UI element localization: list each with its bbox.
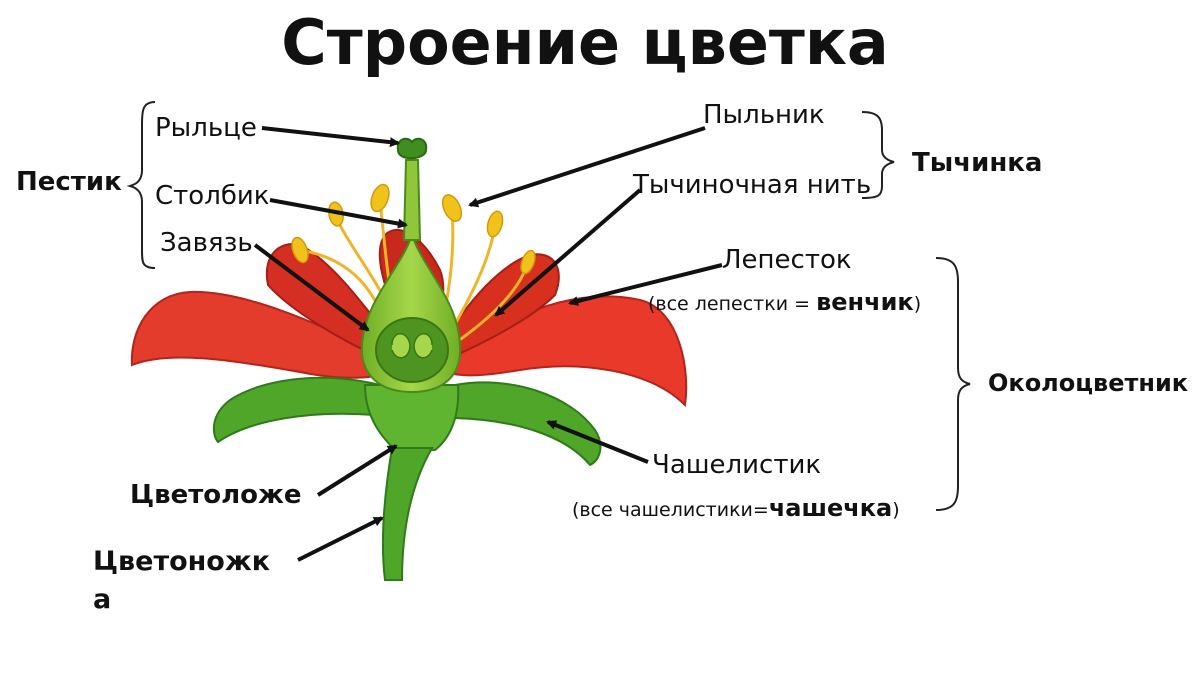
pointer-arrows [253, 126, 723, 562]
page-title: Строение цветка [281, 6, 889, 79]
label-ovary: Завязь [160, 228, 253, 258]
arrow-stigma [261, 126, 400, 148]
sepals [212, 376, 602, 467]
arrow-ovary [253, 243, 370, 332]
label-anther: Пыльник [703, 100, 825, 130]
stamen-brace [861, 111, 895, 199]
pistil-brace [126, 101, 156, 269]
sepal-right [454, 381, 602, 467]
anthers [291, 183, 536, 275]
arrow-petal [568, 263, 723, 306]
petal-note: (все лепестки = венчик) [648, 288, 922, 316]
arrow-pedicel [297, 516, 384, 562]
label-perianth: Околоцветник [988, 369, 1189, 397]
stigma [396, 137, 428, 160]
sepal-left [212, 376, 382, 444]
arrow-style [269, 198, 408, 229]
label-receptacle: Цветоложе [130, 480, 302, 510]
label-filament: Тычиночная нить [633, 170, 872, 200]
label-pistil: Пестик [16, 167, 122, 197]
label-stamen: Тычинка [912, 148, 1043, 178]
arrow-sepal [546, 420, 649, 464]
label-stigma: Рыльце [155, 113, 257, 143]
arrow-anther [468, 126, 706, 208]
label-petal: Лепесток [722, 245, 852, 275]
petal-note-term: венчик [816, 288, 914, 316]
perianth-brace [935, 257, 971, 511]
label-pedicel-line2: а [93, 584, 112, 615]
sepal-note-term: чашечка [768, 494, 893, 522]
arrow-filament [494, 188, 642, 317]
label-pedicel: Цветоножк а [93, 543, 273, 619]
label-style: Столбик [155, 181, 270, 211]
pedicel [382, 447, 434, 581]
label-pedicel-line1: Цветоножк [93, 546, 271, 577]
ovary-chamber [375, 317, 449, 383]
label-sepal: Чашелистик [652, 450, 822, 480]
petal-left [130, 290, 396, 379]
sepal-note: (все чашелистики=чашечка) [572, 494, 900, 522]
arrow-receptacle [316, 444, 398, 497]
style-stalk [402, 159, 422, 241]
receptacle [363, 384, 460, 451]
